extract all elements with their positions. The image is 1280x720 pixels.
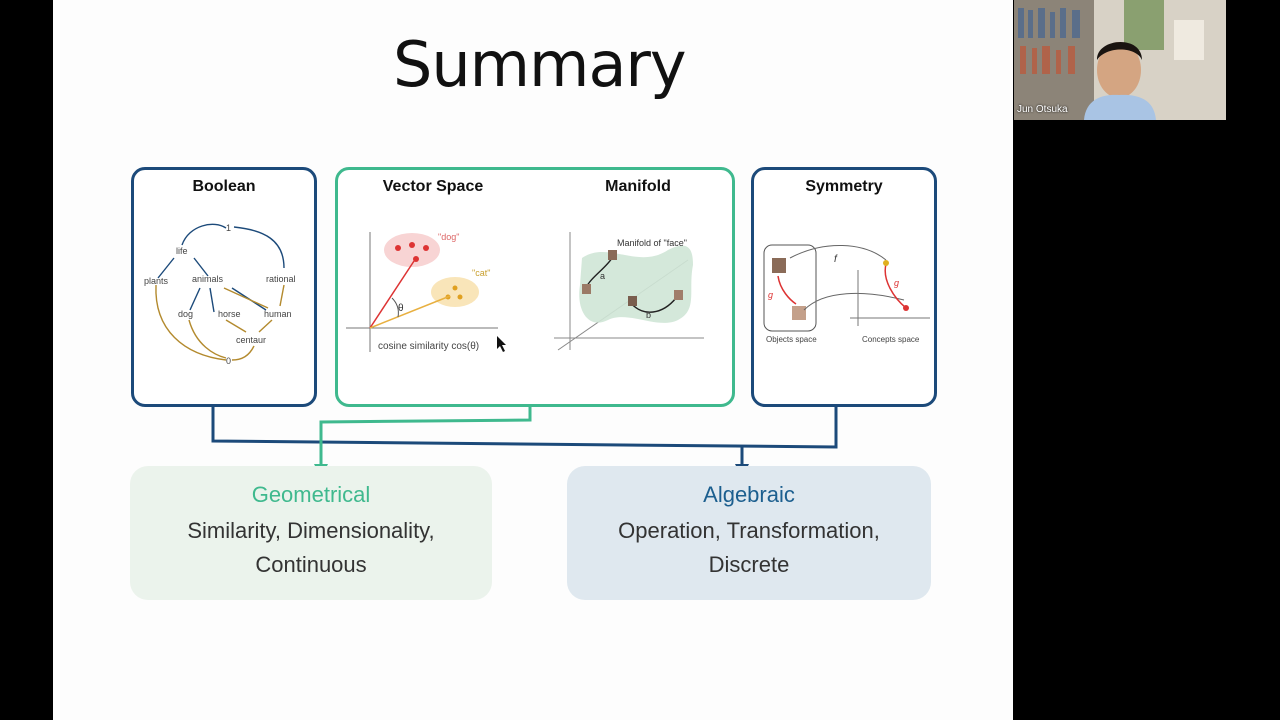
mouse-cursor-icon bbox=[497, 336, 506, 352]
boolean-lattice-diagram: 1 life plants animals rational dog horse… bbox=[144, 223, 296, 366]
presentation-slide: Summary Boolean bbox=[53, 0, 1013, 720]
manifold-a-label: a bbox=[600, 271, 605, 281]
symmetry-f-label: f bbox=[834, 254, 838, 265]
manifold-diagram: Manifold of "face" a b bbox=[554, 232, 704, 351]
objects-space-label: Objects space bbox=[766, 335, 817, 344]
manifold-title: Manifold bbox=[605, 178, 671, 195]
algebraic-line1: Operation, Transformation, bbox=[618, 518, 880, 543]
dog-cluster-label: "dog" bbox=[438, 232, 459, 242]
geometrical-panel: Vector Space Manifold "dog" "cat" θ cosi… bbox=[335, 167, 735, 407]
manifold-b-label: b bbox=[646, 310, 651, 320]
theta-label: θ bbox=[398, 303, 404, 314]
vector-space-title: Vector Space bbox=[382, 178, 484, 195]
lattice-node-rational: rational bbox=[266, 274, 296, 284]
algebraic-line2: Discrete bbox=[708, 552, 790, 577]
slide-title: Summary bbox=[393, 28, 687, 101]
lattice-node-human: human bbox=[264, 309, 292, 319]
lattice-node-animals: animals bbox=[192, 274, 224, 284]
symmetry-panel: Symmetry f g g Objects space Concepts sp… bbox=[751, 167, 937, 407]
geometrical-heading: Geometrical bbox=[251, 482, 371, 507]
geometrical-line2: Continuous bbox=[255, 552, 367, 577]
geometrical-line1: Similarity, Dimensionality, bbox=[187, 518, 435, 543]
symmetry-title: Symmetry bbox=[805, 178, 883, 195]
lattice-node-centaur: centaur bbox=[236, 335, 266, 345]
lattice-node-horse: horse bbox=[218, 309, 241, 319]
geometrical-box: Geometrical Similarity, Dimensionality, … bbox=[130, 466, 492, 600]
cosine-similarity-caption: cosine similarity cos(θ) bbox=[378, 341, 479, 352]
boolean-title: Boolean bbox=[192, 178, 256, 195]
concepts-space-label: Concepts space bbox=[862, 335, 920, 344]
cat-cluster-label: "cat" bbox=[472, 268, 490, 278]
lattice-node-one: 1 bbox=[226, 223, 231, 233]
boolean-panel: Boolean 1 life plants animals bbox=[131, 167, 317, 407]
participant-video-tile[interactable]: Jun Otsuka bbox=[1014, 0, 1226, 120]
algebraic-heading: Algebraic bbox=[703, 482, 795, 507]
lattice-node-life: life bbox=[176, 246, 188, 256]
lattice-node-zero: 0 bbox=[226, 356, 231, 366]
symmetry-diagram: f g g Objects space Concepts space bbox=[763, 244, 930, 344]
webcam-feed bbox=[1014, 0, 1226, 120]
manifold-caption: Manifold of "face" bbox=[617, 238, 687, 248]
lattice-node-plants: plants bbox=[144, 276, 169, 286]
lattice-node-dog: dog bbox=[178, 309, 193, 319]
algebraic-box: Algebraic Operation, Transformation, Dis… bbox=[567, 466, 931, 600]
symmetry-g-right-label: g bbox=[894, 278, 899, 288]
vector-space-diagram: "dog" "cat" θ cosine similarity cos(θ) bbox=[346, 232, 506, 352]
symmetry-g-left-label: g bbox=[768, 290, 773, 300]
participant-name: Jun Otsuka bbox=[1017, 104, 1068, 115]
